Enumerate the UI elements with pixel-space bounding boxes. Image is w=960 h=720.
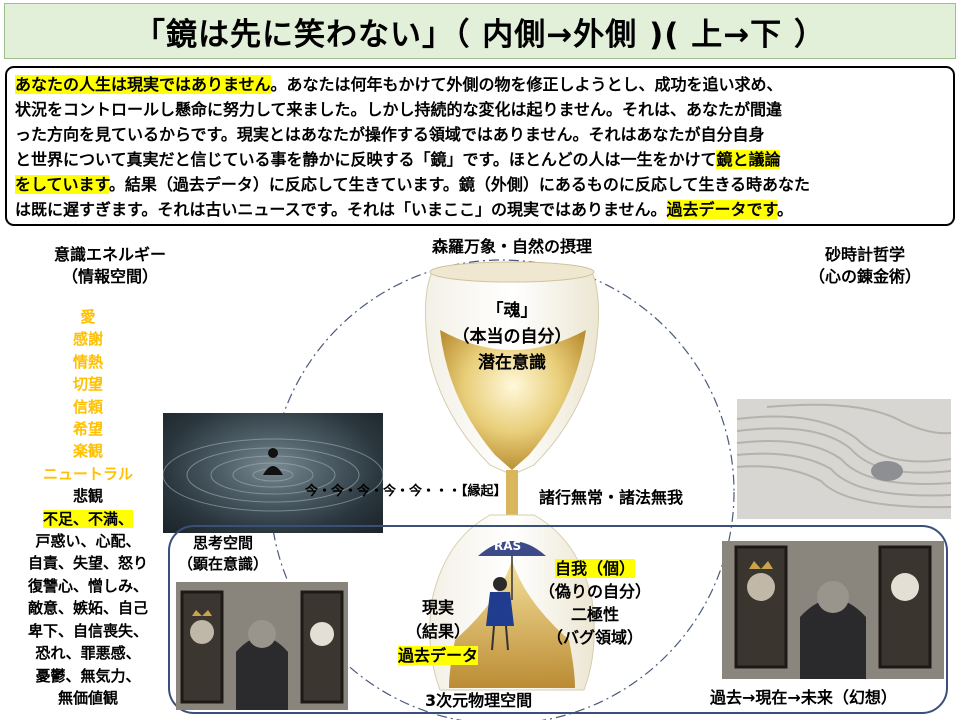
hourglass-philosophy-header: 砂時計哲学 （心の錬金術） (780, 244, 950, 288)
philosophy-title: 砂時計哲学 (824, 245, 905, 264)
positive-emotion: 感謝 (72, 330, 103, 349)
nature-header: 森羅万象・自然の摂理 (431, 237, 592, 256)
mirror-image-left (176, 582, 348, 710)
negative-emotion: 無価値観 (57, 688, 118, 707)
intro-line: をしています。結果（過去データ）に反応して生きています。鏡（外側）にあるものに反… (15, 172, 943, 197)
highlighted-text: 鏡と議論 (716, 150, 781, 169)
intro-text: 。結果（過去データ）に反応して生きています。鏡（外側）にあるものに反応して生きる… (108, 175, 811, 194)
page-title: 「鏡は先に笑わない」（ 内側→外側 )( 上→下 ） (134, 16, 826, 53)
positive-emotion: ニュートラル (42, 464, 133, 483)
highlighted-text: 過去データです (666, 200, 777, 219)
mirror-image-right (722, 541, 944, 679)
highlighted-text: をしています (15, 175, 109, 194)
negative-emotion: 恐れ、罪悪感、 (35, 644, 141, 663)
soul-label: 「魂」 （本当の自分） 潜在意識 (412, 298, 612, 376)
negative-emotion: 不足、不満、 (42, 509, 133, 528)
positive-emotion: 希望 (72, 420, 103, 439)
reality-label: 現実 （結果） 過去データ (386, 596, 490, 668)
intro-text: 。 (776, 200, 793, 219)
ego-title: 自我（個） (554, 559, 635, 578)
now-sequence-label: 今・今・今・今・今・・・【縁起】 (305, 484, 507, 499)
subconscious-label: 潜在意識 (478, 353, 546, 373)
title-banner: 「鏡は先に笑わない」（ 内側→外側 )( 上→下 ） (4, 3, 956, 59)
intro-text: 。あなたは何年もかけて外側の物を修正しようとし、成功を追い求め、 (270, 75, 783, 94)
intro-text: 状況をコントロールし懸命に努力して来ました。しかし持続的な変化は起りません。それ… (15, 100, 783, 119)
duality-label: 二極性 (570, 605, 619, 624)
positive-emotion: 情熱 (72, 352, 103, 371)
energy-header-sub: （情報空間） (61, 267, 158, 286)
positive-emotion: 楽観 (72, 442, 103, 461)
highlighted-text: あなたの人生は現実ではありません (15, 75, 271, 94)
intro-line: 状況をコントロールし懸命に努力して来ました。しかし持続的な変化は起りません。それ… (15, 97, 943, 122)
impermanence-label: 諸行無常・諸法無我 (539, 488, 684, 507)
thinking-space-sub: （顕在意識） (178, 555, 269, 573)
bug-area-label: （バグ領域） (546, 628, 643, 647)
negative-emotion: 卑下、自信喪失、 (27, 621, 148, 640)
philosophy-sub: （心の錬金術） (808, 267, 921, 286)
intro-paragraph: あなたの人生は現実ではありません。あなたは何年もかけて外側の物を修正しようとし、… (5, 66, 955, 226)
negative-emotion: 復讐心、憎しみ、 (27, 576, 148, 595)
negative-emotion: 憂鬱、無気力、 (35, 666, 141, 685)
physical-space-label: 3次元物理空間 (425, 691, 533, 710)
positive-emotion: 切望 (72, 375, 103, 394)
ego-label: 自我（個） （偽りの自分） 二極性 （バグ領域） (530, 557, 660, 649)
intro-line: と世界について真実だと信じている事を静かに反映する「鏡」です。ほとんどの人は一生… (15, 147, 943, 172)
past-data-label: 過去データ (397, 646, 478, 665)
thinking-space-label: 思考空間 （顕在意識） (178, 533, 268, 575)
negative-emotion: 悲観 (72, 487, 103, 506)
negative-emotion: 戸惑い、心配、 (35, 532, 141, 551)
energy-header: 意識エネルギー （情報空間） (30, 244, 190, 288)
intro-line: は既に遅すぎます。それは古いニュースです。それは「いまここ」の現実ではありません… (15, 197, 943, 222)
reality-title: 現実 (421, 598, 454, 617)
intro-text: った方向を見ているからです。現実とはあなたが操作する領域ではありません。それはあ… (15, 125, 765, 144)
positive-emotion: 愛 (80, 308, 96, 326)
soul-title: 「魂」 (486, 301, 538, 321)
meditation-water-image (163, 413, 383, 533)
positive-emotion: 信頼 (72, 397, 103, 416)
intro-text: と世界について真実だと信じている事を静かに反映する「鏡」です。ほとんどの人は一生… (15, 150, 717, 169)
result-label: （結果） (405, 622, 470, 641)
thinking-space-title: 思考空間 (192, 534, 253, 552)
ras-label: RAS (494, 539, 522, 553)
physical-space-frame (168, 525, 948, 714)
false-self-label: （偽りの自分） (538, 582, 651, 601)
emotion-scale: 愛感謝情熱切望信頼希望楽観ニュートラル悲観不足、不満、戸惑い、心配、自責、失望、… (18, 306, 158, 709)
intro-line: あなたの人生は現実ではありません。あなたは何年もかけて外側の物を修正しようとし、… (15, 72, 943, 97)
zen-sand-image (737, 399, 951, 519)
intro-text: は既に遅すぎます。それは古いニュースです。それは「いまここ」の現実ではありません… (15, 200, 667, 219)
soul-sub: （本当の自分） (452, 327, 572, 347)
negative-emotion: 自責、失望、怒り (27, 554, 148, 573)
energy-header-title: 意識エネルギー (53, 245, 166, 264)
timeline-label: 過去→現在→未来（幻想） (710, 688, 897, 707)
negative-emotion: 敵意、嫉妬、自己 (27, 599, 148, 618)
intro-line: った方向を見ているからです。現実とはあなたが操作する領域ではありません。それはあ… (15, 122, 943, 147)
